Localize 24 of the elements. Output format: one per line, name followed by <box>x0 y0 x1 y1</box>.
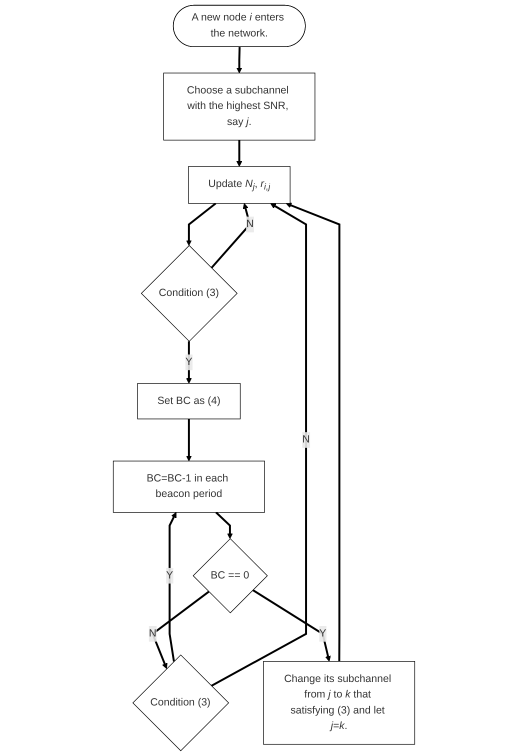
edge-label: N <box>302 434 310 446</box>
arrow <box>210 203 308 687</box>
arrow <box>252 589 331 662</box>
edge-label: Y <box>185 356 192 368</box>
arrow <box>210 203 251 269</box>
arrow <box>236 140 242 167</box>
arrow <box>215 512 233 539</box>
node-diamond: Condition (3) <box>132 654 230 752</box>
node-diamond: Condition (3) <box>140 245 238 342</box>
node-box: Change its subchannel from j to k that satisfying (3) and let j=k. <box>263 661 416 745</box>
node-diamond: BC == 0 <box>192 538 268 614</box>
node-box: Set BC as (4) <box>137 383 241 420</box>
node-box: Choose a subchannel with the highest SNR, say j. <box>163 72 316 140</box>
arrow <box>168 512 176 662</box>
edge-label: Y <box>319 628 326 640</box>
arrow <box>186 202 216 246</box>
arrow <box>236 47 242 74</box>
arrow <box>186 418 192 462</box>
arrow <box>286 202 340 662</box>
node-box: BC=BC-1 in each beacon period <box>112 460 265 513</box>
node-box: Update N$_{j}$, r$_{i,j}$ <box>188 166 290 204</box>
edge-label: Y <box>166 570 174 582</box>
edge-label: N <box>148 628 156 640</box>
edge-label: N <box>246 218 254 230</box>
